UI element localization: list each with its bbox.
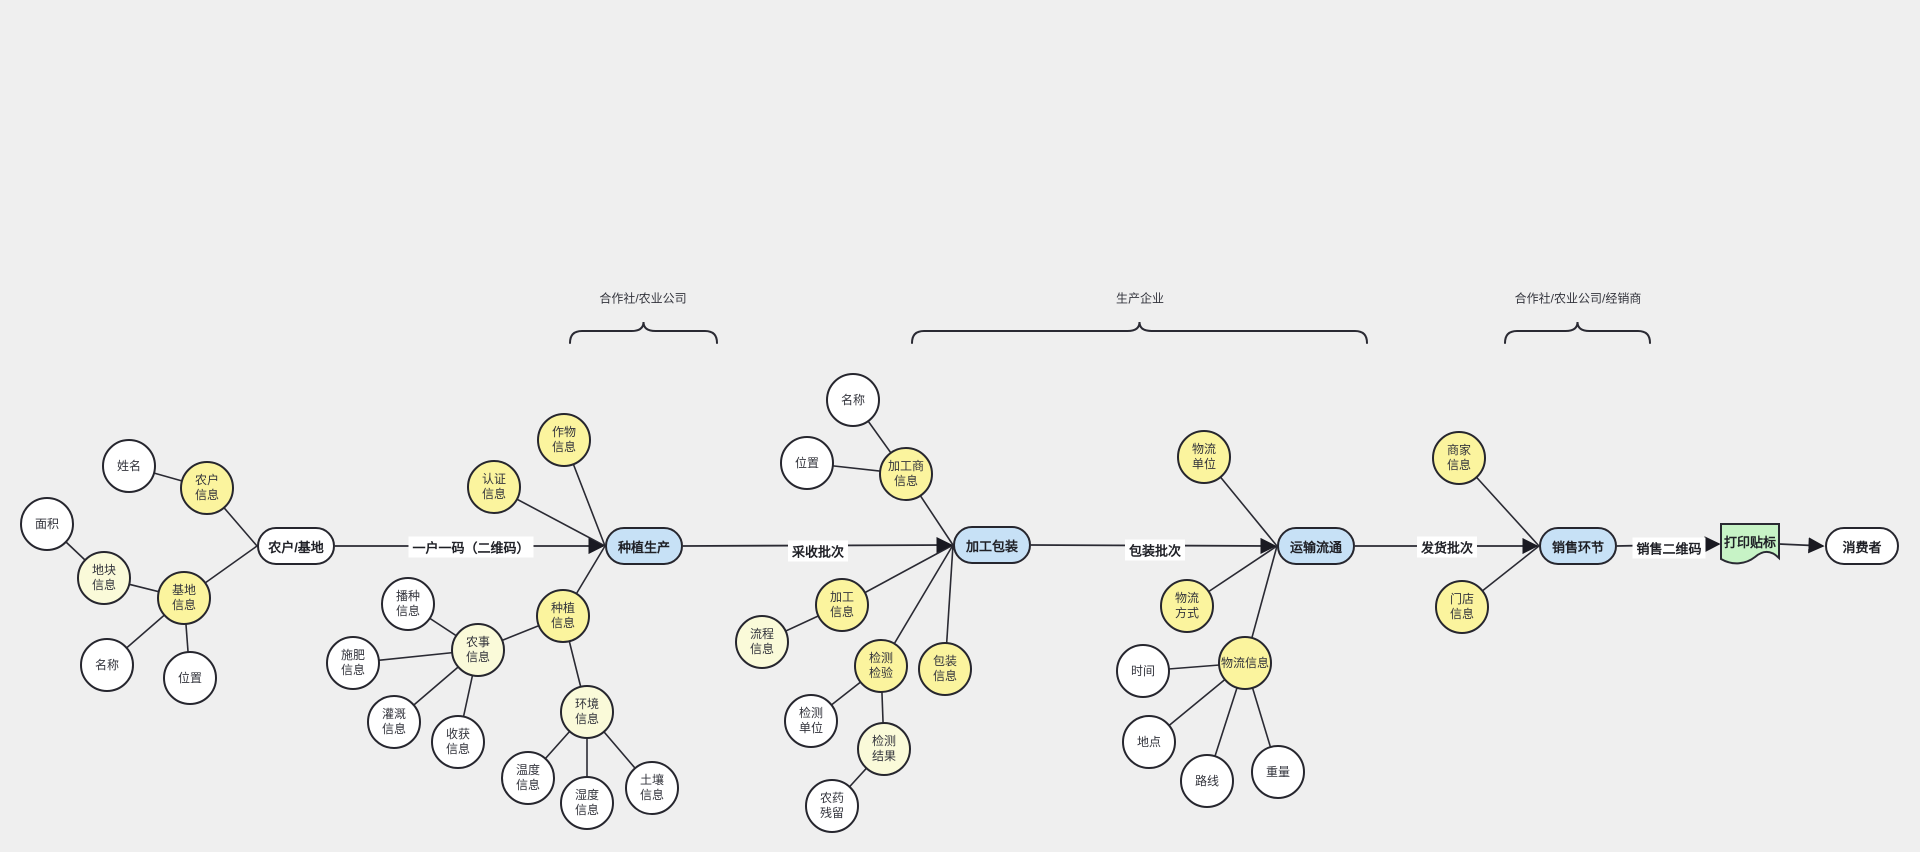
node-logistics-unit[interactable]: 物流 单位 <box>1177 430 1231 484</box>
node-farmer-base[interactable]: 农户/基地 <box>257 527 335 565</box>
node-env-info[interactable]: 环境 信息 <box>560 685 614 739</box>
node-logistics-mode[interactable]: 物流 方式 <box>1160 579 1214 633</box>
brace-shape <box>911 321 1368 344</box>
node-processing-info[interactable]: 加工 信息 <box>815 578 869 632</box>
node-route[interactable]: 路线 <box>1180 754 1234 808</box>
edge-label: 一户一码（二维码） <box>408 536 534 558</box>
node-logistics-info[interactable]: 物流信息 <box>1218 636 1272 690</box>
node-soil-info[interactable]: 土壤 信息 <box>625 761 679 815</box>
node-proc-location[interactable]: 位置 <box>780 436 834 490</box>
node-base-info[interactable]: 基地 信息 <box>157 571 211 625</box>
edge-label: 发货批次 <box>1416 536 1478 558</box>
node-harvest-info[interactable]: 收获 信息 <box>431 715 485 769</box>
edge-label: 包装批次 <box>1124 539 1186 561</box>
node-print-label[interactable]: 打印贴标 <box>1723 534 1776 550</box>
node-store-info[interactable]: 门店 信息 <box>1435 580 1489 634</box>
edge-label: 销售二维码 <box>1632 537 1706 559</box>
node-planting-info[interactable]: 种植 信息 <box>536 589 590 643</box>
brace-shape <box>569 321 718 344</box>
node-irrigation-info[interactable]: 灌溉 信息 <box>367 695 421 749</box>
node-humidity-info[interactable]: 湿度 信息 <box>560 776 614 830</box>
edge-label: 采收批次 <box>787 540 849 562</box>
node-packaging-info[interactable]: 包装 信息 <box>918 642 972 696</box>
node-pesticide-residue[interactable]: 农药 残留 <box>805 779 859 833</box>
org-label: 生产企业 <box>1115 291 1165 306</box>
node-inspection-result[interactable]: 检测 结果 <box>857 722 911 776</box>
node-proc-name[interactable]: 名称 <box>826 373 880 427</box>
node-planting[interactable]: 种植生产 <box>605 527 683 565</box>
node-base-name[interactable]: 名称 <box>80 638 134 692</box>
flow-arrow-line <box>1778 537 1825 554</box>
node-inspection-unit[interactable]: 检测 单位 <box>784 694 838 748</box>
node-sales[interactable]: 销售环节 <box>1539 527 1617 565</box>
node-inspection[interactable]: 检测 检验 <box>854 639 908 693</box>
node-place[interactable]: 地点 <box>1122 715 1176 769</box>
node-temp-info[interactable]: 温度 信息 <box>501 751 555 805</box>
node-consumer[interactable]: 消费者 <box>1825 527 1899 565</box>
org-label: 合作社/农业公司/经销商 <box>1514 291 1642 306</box>
node-cert-info[interactable]: 认证 信息 <box>467 460 521 514</box>
node-processing[interactable]: 加工包装 <box>953 526 1031 564</box>
node-farming-info[interactable]: 农事 信息 <box>451 623 505 677</box>
node-sowing-info[interactable]: 播种 信息 <box>381 577 435 631</box>
node-base-location[interactable]: 位置 <box>163 651 217 705</box>
org-label: 合作社/农业公司 <box>599 291 687 306</box>
node-farmer-info[interactable]: 农户 信息 <box>180 461 234 515</box>
node-time[interactable]: 时间 <box>1116 644 1170 698</box>
node-transport[interactable]: 运输流通 <box>1277 527 1355 565</box>
brace-shape <box>1504 321 1651 344</box>
node-processor-info[interactable]: 加工商 信息 <box>879 447 933 501</box>
node-area[interactable]: 面积 <box>20 497 74 551</box>
node-weight[interactable]: 重量 <box>1251 745 1305 799</box>
node-farmer-name[interactable]: 姓名 <box>102 439 156 493</box>
node-fertilizing-info[interactable]: 施肥 信息 <box>326 636 380 690</box>
node-crop-info[interactable]: 作物 信息 <box>537 413 591 467</box>
node-flow-info[interactable]: 流程 信息 <box>735 615 789 669</box>
node-plot-info[interactable]: 地块 信息 <box>77 551 131 605</box>
node-merchant-info[interactable]: 商家 信息 <box>1432 431 1486 485</box>
node-print-label-shape[interactable] <box>1720 523 1780 565</box>
